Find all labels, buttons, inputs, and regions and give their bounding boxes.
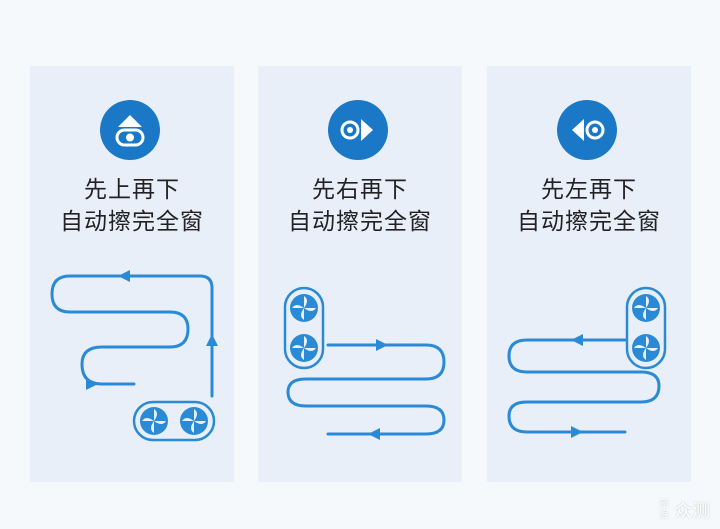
cleaning-path-diagram — [50, 270, 218, 442]
arrow-left-robot-icon — [557, 100, 617, 160]
watermark-large: 众测 — [674, 501, 710, 522]
arrow-up-robot-icon — [100, 100, 160, 160]
mode-card-right-first: 先右再下 自动擦完全窗 — [258, 66, 462, 482]
mode-card-left-first: 先左再下 自动擦完全窗 — [487, 66, 691, 482]
watermark-small: 新浪 — [659, 499, 669, 521]
mode-title-line2: 自动擦完全窗 — [517, 209, 661, 235]
mode-title-line1: 先右再下 — [312, 177, 408, 203]
mode-title: 先右再下 自动擦完全窗 — [258, 174, 462, 238]
mode-title-line2: 自动擦完全窗 — [60, 209, 204, 235]
cleaning-path-diagram — [507, 286, 667, 438]
robot-fan-icon — [625, 286, 667, 370]
arrow-right-robot-icon — [328, 100, 388, 160]
robot-fan-icon — [283, 286, 325, 370]
cleaning-path-diagram — [283, 286, 446, 440]
robot-fan-icon — [132, 400, 216, 442]
mode-title-line2: 自动擦完全窗 — [288, 209, 432, 235]
mode-title: 先上再下 自动擦完全窗 — [30, 174, 234, 238]
mode-card-up-first: 先上再下 自动擦完全窗 — [30, 66, 234, 482]
mode-title-line1: 先上再下 — [84, 177, 180, 203]
mode-title: 先左再下 自动擦完全窗 — [487, 174, 691, 238]
watermark: 新浪 众测 — [659, 497, 710, 523]
mode-title-line1: 先左再下 — [541, 177, 637, 203]
